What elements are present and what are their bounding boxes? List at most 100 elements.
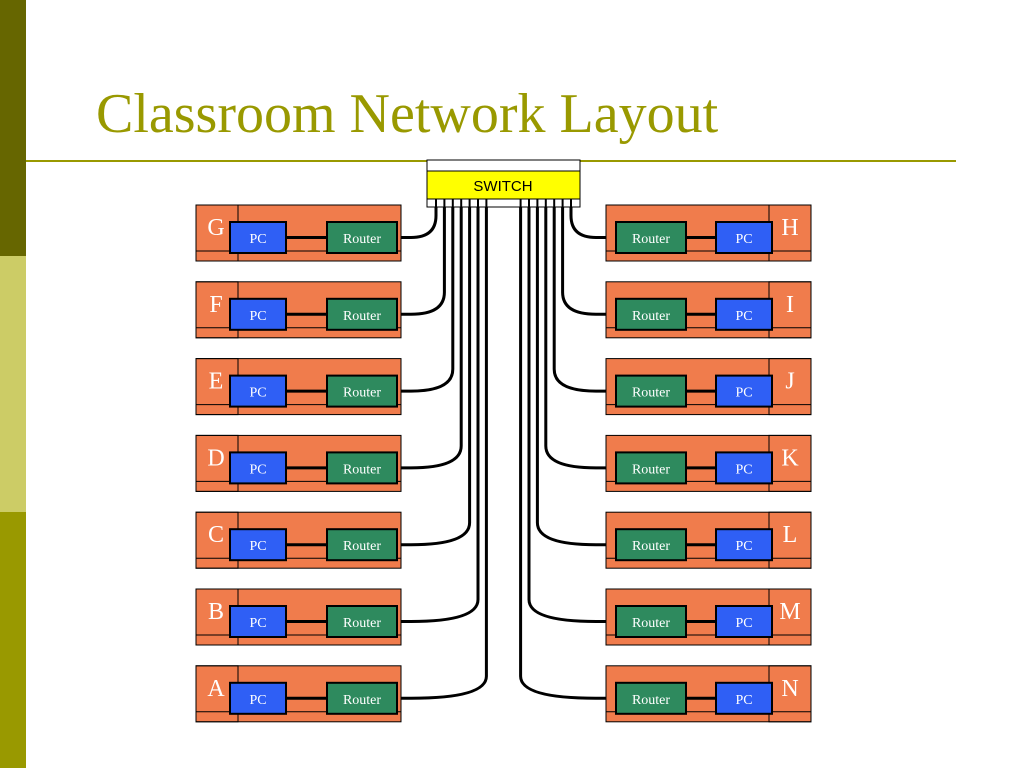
station-k-letter: K — [781, 445, 799, 471]
station-c-letter: C — [208, 522, 224, 548]
station-b-pc-label: PC — [249, 616, 266, 631]
cable-left-4 — [401, 207, 463, 470]
station-e-pc — [229, 374, 287, 408]
cable-right-2 — [561, 207, 606, 316]
station-n: N PC Router — [605, 665, 812, 723]
cable-right-5 — [535, 207, 606, 547]
cable-left-1 — [401, 207, 438, 239]
station-a-pc — [229, 681, 287, 715]
station-c-router-label: Router — [343, 539, 381, 554]
station-a-pc-label: PC — [249, 693, 266, 708]
station-c-router — [326, 528, 398, 562]
station-k-router — [615, 451, 687, 485]
station-i-letter: I — [786, 292, 794, 318]
station-l-pc-label: PC — [735, 539, 752, 554]
station-e-router-label: Router — [343, 386, 381, 401]
decor-bar-bottom — [0, 512, 26, 768]
station-n-letter: N — [781, 676, 798, 702]
cable-right-4 — [544, 207, 606, 470]
station-g: G PC Router — [195, 204, 402, 262]
cable-left-3 — [401, 207, 455, 393]
cable-left-5 — [401, 207, 472, 547]
station-d-router — [326, 451, 398, 485]
station-i-pc-label: PC — [735, 309, 752, 324]
station-a-router-label: Router — [343, 693, 381, 708]
station-c: C PC Router — [195, 511, 402, 569]
station-a: A PC Router — [195, 665, 402, 723]
station-a-letter: A — [207, 676, 225, 702]
slide-title: Classroom Network Layout — [96, 83, 719, 145]
station-l-pc — [715, 528, 773, 562]
station-f-pc-label: PC — [249, 309, 266, 324]
station-n-pc — [715, 681, 773, 715]
station-c-pc — [229, 528, 287, 562]
station-j-pc-label: PC — [735, 386, 752, 401]
station-d-pc — [229, 451, 287, 485]
cable-group — [401, 207, 606, 700]
station-d-router-label: Router — [343, 462, 381, 477]
station-e-letter: E — [209, 369, 224, 395]
station-b: B PC Router — [195, 588, 402, 646]
station-k: K PC Router — [605, 434, 812, 492]
station-m-pc-label: PC — [735, 616, 752, 631]
station-h-pc-label: PC — [735, 232, 752, 247]
station-n-router-label: Router — [632, 693, 670, 708]
station-h-router-label: Router — [632, 232, 670, 247]
station-d-pc-label: PC — [249, 462, 266, 477]
station-f-pc — [229, 297, 287, 331]
decor-bar-middle — [0, 256, 26, 512]
station-k-router-label: Router — [632, 462, 670, 477]
station-g-router-label: Router — [343, 232, 381, 247]
switch: SWITCH — [426, 159, 581, 208]
station-h-letter: H — [781, 215, 798, 241]
station-f: F PC Router — [195, 281, 402, 339]
station-k-pc — [715, 451, 773, 485]
station-g-letter: G — [207, 215, 224, 241]
station-m-router-label: Router — [632, 616, 670, 631]
station-c-pc-label: PC — [249, 539, 266, 554]
station-b-pc — [229, 605, 287, 638]
station-f-router-label: Router — [343, 309, 381, 324]
station-j-router — [615, 374, 687, 408]
switch-face — [426, 170, 581, 200]
station-n-pc-label: PC — [735, 693, 752, 708]
station-h-router — [615, 221, 687, 254]
station-f-router — [326, 297, 398, 331]
station-g-pc-label: PC — [249, 232, 266, 247]
decor-bar-top — [0, 0, 26, 256]
cable-right-7 — [519, 207, 606, 700]
station-i-pc — [715, 297, 773, 331]
switch-label: SWITCH — [473, 178, 532, 195]
cable-right-6 — [527, 207, 606, 623]
station-e-pc-label: PC — [249, 386, 266, 401]
station-i-router — [615, 297, 687, 331]
station-m: M PC Router — [605, 588, 812, 646]
station-b-router — [326, 605, 398, 638]
cable-right-1 — [569, 207, 606, 239]
cable-right-3 — [552, 207, 606, 393]
station-b-letter: B — [208, 599, 224, 625]
station-h-pc — [715, 221, 773, 254]
cable-left-6 — [401, 207, 480, 623]
station-b-router-label: Router — [343, 616, 381, 631]
station-i-router-label: Router — [632, 309, 670, 324]
station-m-letter: M — [779, 599, 800, 625]
station-e: E PC Router — [195, 358, 402, 416]
station-k-pc-label: PC — [735, 462, 752, 477]
station-m-pc — [715, 605, 773, 638]
station-h: H PC Router — [605, 204, 812, 262]
station-f-letter: F — [209, 292, 222, 318]
station-g-router — [326, 221, 398, 254]
cable-left-7 — [401, 207, 488, 700]
station-g-pc — [229, 221, 287, 254]
station-l-router-label: Router — [632, 539, 670, 554]
station-j-pc — [715, 374, 773, 408]
station-l-router — [615, 528, 687, 562]
station-n-router — [615, 681, 687, 715]
cable-left-2 — [401, 207, 446, 316]
